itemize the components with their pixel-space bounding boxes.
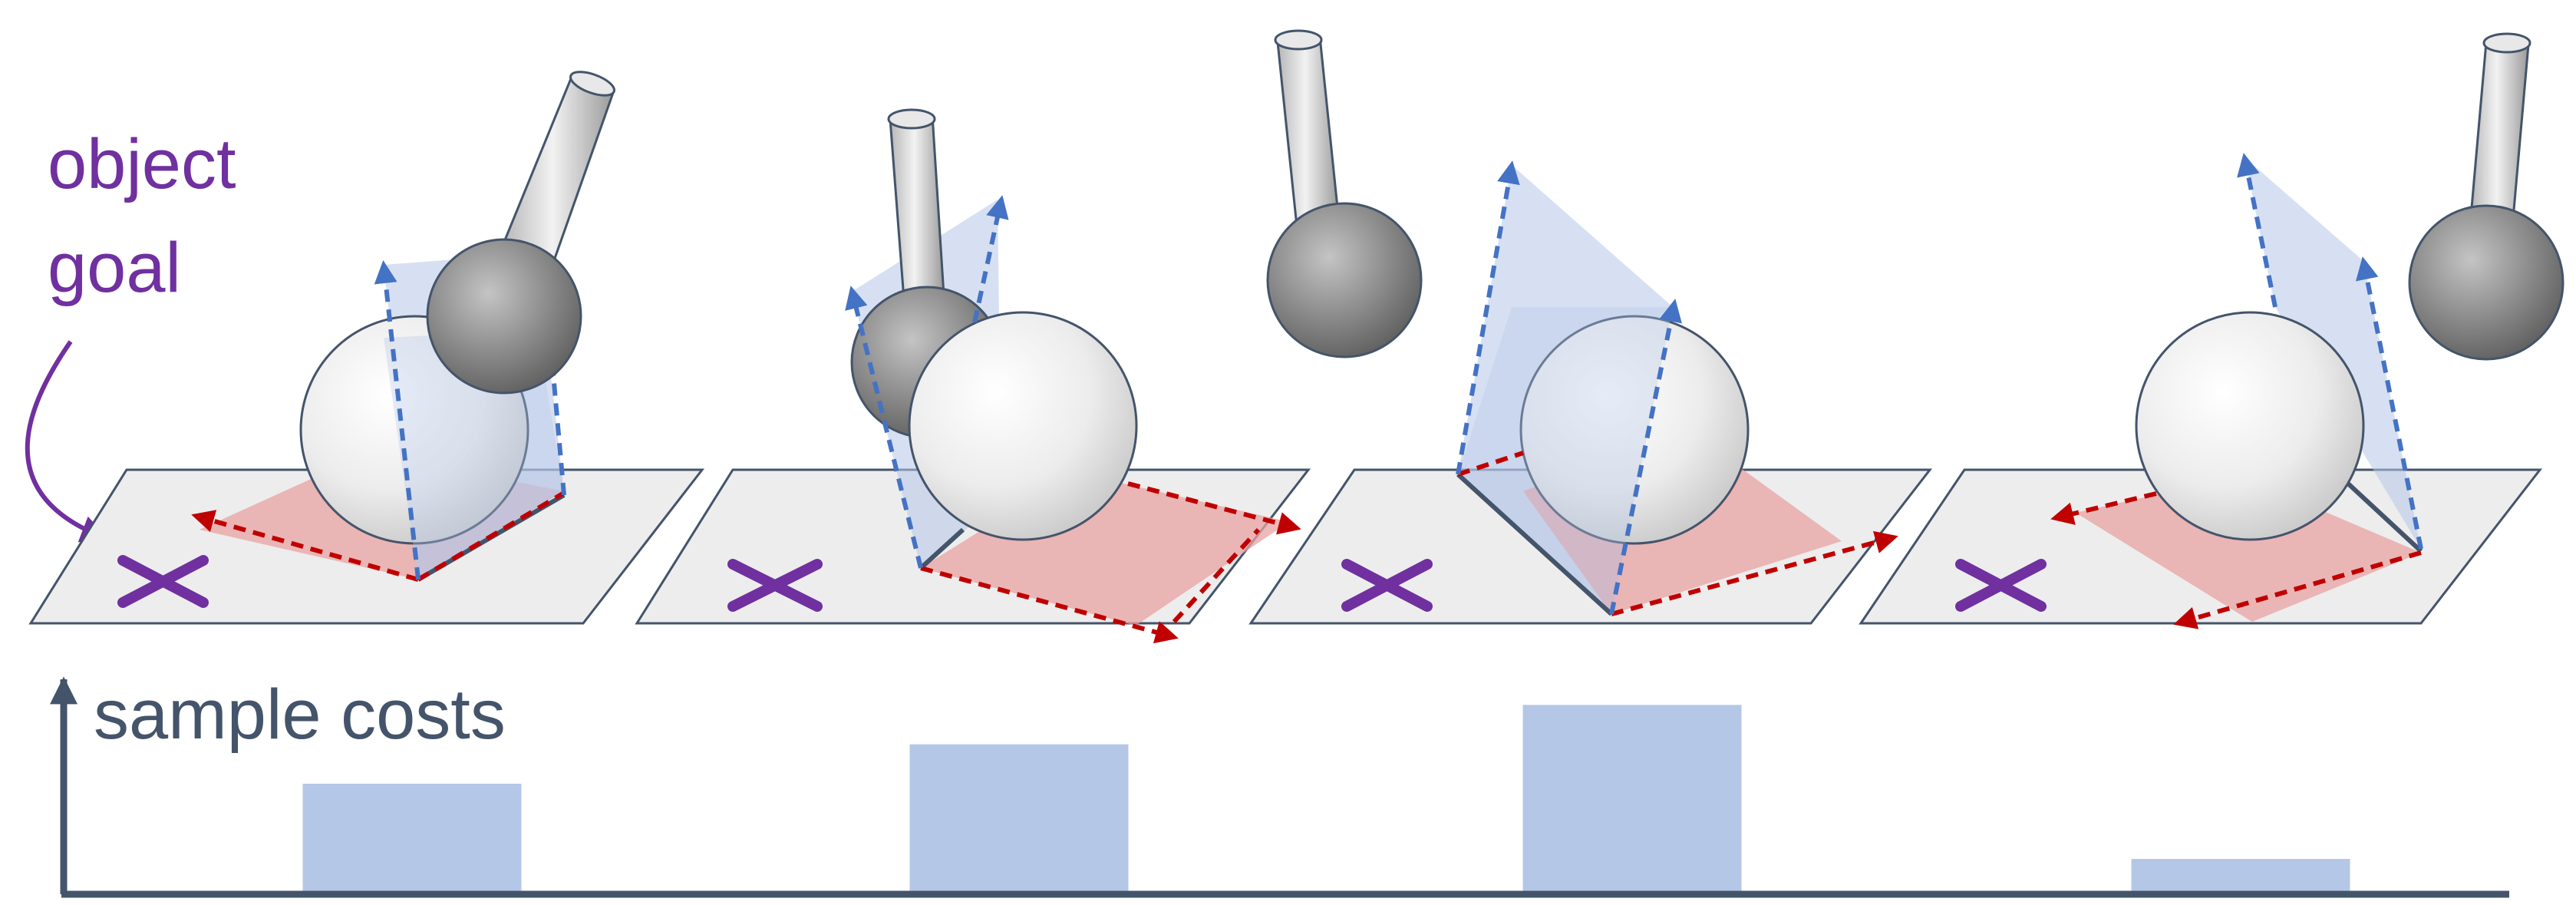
blue-contact-plane-front	[1458, 307, 1673, 614]
blue-arrow	[1609, 299, 1682, 615]
cost-bar-4	[2131, 859, 2350, 891]
panel-2	[635, 108, 1311, 644]
object-sphere	[1519, 315, 1750, 545]
panel-4	[1859, 32, 2564, 629]
object-goal-label-line2: goal	[48, 229, 181, 307]
red-arrow	[1127, 481, 1301, 535]
robot-pusher	[426, 71, 615, 395]
contact-edge	[2346, 481, 2423, 553]
red-arrow	[2050, 491, 2157, 525]
cost-chart: sample costs	[50, 675, 2509, 898]
blue-arrow	[2355, 256, 2423, 550]
blue-arrow	[2237, 153, 2278, 308]
red-contact-plane	[2076, 476, 2421, 622]
panel-1	[28, 71, 705, 625]
cost-bar-3	[1522, 705, 1742, 891]
red-arrow	[920, 566, 1179, 644]
red-arrow	[417, 490, 566, 582]
red-arrow	[2173, 550, 2422, 629]
goal-marker-x-icon	[1341, 559, 1433, 612]
contact-edge	[1456, 472, 1614, 616]
panel-3	[1248, 29, 1933, 625]
object-sphere	[908, 311, 1138, 541]
red-arrow	[1611, 530, 1898, 616]
cost-bars	[302, 705, 2350, 891]
goal-marker-x-icon	[1955, 559, 2047, 612]
robot-pusher	[1266, 29, 1423, 358]
goal-marker-x-icon	[727, 559, 823, 612]
red-arrow	[1457, 451, 1524, 477]
cost-bar-2	[909, 744, 1129, 891]
blue-arrow	[845, 286, 923, 569]
contact-edge	[919, 527, 965, 570]
object-sphere	[2135, 311, 2365, 541]
red-arrow	[1172, 527, 1261, 624]
goal-marker-x-icon	[117, 555, 209, 608]
object-goal-label-line1: object	[48, 125, 236, 203]
cost-bar-1	[302, 784, 522, 891]
blue-arrow	[1456, 160, 1520, 475]
blue-arrow	[972, 195, 1009, 323]
goal-pointer-arrow	[25, 340, 109, 543]
blue-arrow	[374, 260, 421, 580]
y-axis-title: sample costs	[94, 675, 506, 754]
robot-pusher	[2408, 32, 2564, 361]
